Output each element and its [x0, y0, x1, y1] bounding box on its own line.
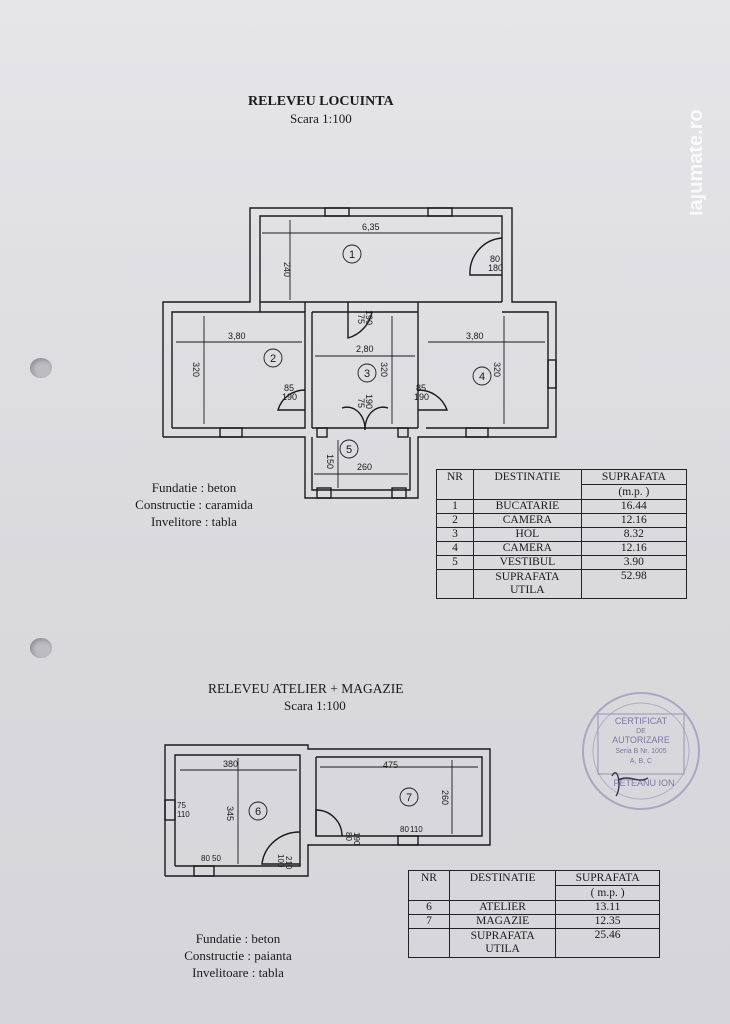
dim-room1-height: 240	[282, 262, 292, 277]
atelier-total-label-2: UTILA	[485, 943, 520, 955]
house-table-header-dest: DESTINATIE	[473, 469, 582, 500]
stamp-line-4: Seria B Nr. 1005	[615, 748, 666, 755]
room-label-2: 2	[270, 353, 276, 365]
dim-room3-height: 320	[379, 362, 389, 377]
dim-win7-width: 80	[400, 825, 409, 834]
atelier-table-unit: ( m.p. )	[555, 885, 660, 901]
dim-door6-height: 210	[284, 856, 293, 870]
dim-win6-width: 75	[177, 801, 186, 810]
atelier-table-header-dest: DESTINATIE	[448, 870, 557, 901]
dim-door-entry-width: 75	[356, 398, 366, 408]
watermark-logo: lajumate.ro	[690, 109, 707, 216]
dim-room6-length: 380	[223, 759, 238, 769]
atelier-specs: Fundatie : beton Constructie : paianta I…	[168, 930, 308, 981]
room-label-3: 3	[364, 368, 370, 380]
dim-room6-height: 345	[225, 806, 235, 821]
dim-door-hol-height: 190	[364, 310, 374, 325]
atelier-spec-foundation: Fundatie : beton	[195, 931, 281, 946]
dim-door7-width: 80	[344, 832, 353, 841]
dim-room4-height: 320	[492, 362, 502, 377]
stamp-name: PETEANU ION	[613, 778, 674, 788]
dim-door-right-width: 85	[416, 383, 426, 393]
house-spec-foundation: Fundatie : beton	[151, 480, 237, 495]
atelier-total-label-1: SUPRAFATA	[470, 930, 535, 942]
house-total-label-2: UTILA	[510, 584, 545, 596]
house-specs: Fundatie : beton Constructie : caramida …	[124, 479, 264, 530]
room-label-1: 1	[349, 249, 355, 261]
atelier-spec-roof: Invelitoare : tabla	[192, 965, 284, 980]
dim-room7-length: 475	[383, 760, 398, 770]
house-table-header-nr: NR	[436, 469, 474, 500]
dim-win6b-height: 50	[212, 854, 221, 863]
stamp-line-3: AUTORIZARE	[612, 735, 670, 745]
atelier-table-header-area: SUPRAFATA	[555, 870, 660, 886]
dim-win6b-width: 80	[201, 854, 210, 863]
dim-door-entry-height: 190	[364, 394, 374, 409]
house-title: RELEVEU LOCUINTA	[248, 94, 394, 109]
stamp-line-1: CERTIFICAT	[615, 716, 668, 726]
dim-room1-length: 6,35	[362, 222, 380, 232]
dim-win6-height: 110	[177, 810, 190, 819]
atelier-total-value: 25.46	[555, 928, 660, 958]
punch-hole-top	[30, 358, 52, 378]
dim-room4-length: 3,80	[466, 331, 484, 341]
dim-door6-width: 100	[276, 854, 285, 868]
dim-door-left-height: 190	[282, 392, 297, 402]
atelier-spec-construction: Constructie : paianta	[184, 948, 292, 963]
room-label-6: 6	[255, 806, 261, 818]
dim-room5-height: 150	[325, 454, 335, 469]
house-spec-construction: Constructie : caramida	[135, 497, 253, 512]
dim-door1-width: 80	[490, 254, 500, 264]
signature-mark	[611, 772, 649, 797]
room-label-7: 7	[406, 792, 412, 804]
house-total-label-1: SUPRAFATA	[495, 571, 560, 583]
punch-hole-bottom	[30, 638, 52, 658]
dim-door1-height: 180	[488, 263, 503, 273]
dim-room2-height: 320	[191, 362, 201, 377]
dim-room7-height: 260	[440, 790, 450, 805]
dim-door-right-height: 190	[414, 392, 429, 402]
atelier-table-header-nr: NR	[408, 870, 450, 901]
dim-room2-length: 3,80	[228, 331, 246, 341]
atelier-scale: Scara 1:100	[284, 698, 346, 713]
dim-door7-height: 190	[352, 832, 361, 846]
dim-win7-height: 110	[410, 825, 423, 834]
dim-room5-length: 260	[357, 462, 372, 472]
stamp-line-2: DE	[636, 728, 646, 735]
house-scale: Scara 1:100	[290, 111, 352, 126]
dim-room3-length: 2,80	[356, 344, 374, 354]
authorization-stamp: CERTIFICAT DE AUTORIZARE Seria B Nr. 100…	[582, 692, 700, 810]
watermark-text: lajumate.ro	[690, 109, 707, 216]
house-total-value: 52.98	[580, 569, 688, 599]
dim-door-left-width: 85	[284, 383, 294, 393]
house-spec-roof: Invelitore : tabla	[151, 514, 237, 529]
dim-door-hol-width: 75	[356, 314, 366, 324]
atelier-title: RELEVEU ATELIER + MAGAZIE	[208, 681, 404, 696]
room-label-5: 5	[346, 444, 352, 456]
stamp-line-5: A, B, C	[630, 758, 652, 765]
room-label-4: 4	[479, 371, 485, 383]
